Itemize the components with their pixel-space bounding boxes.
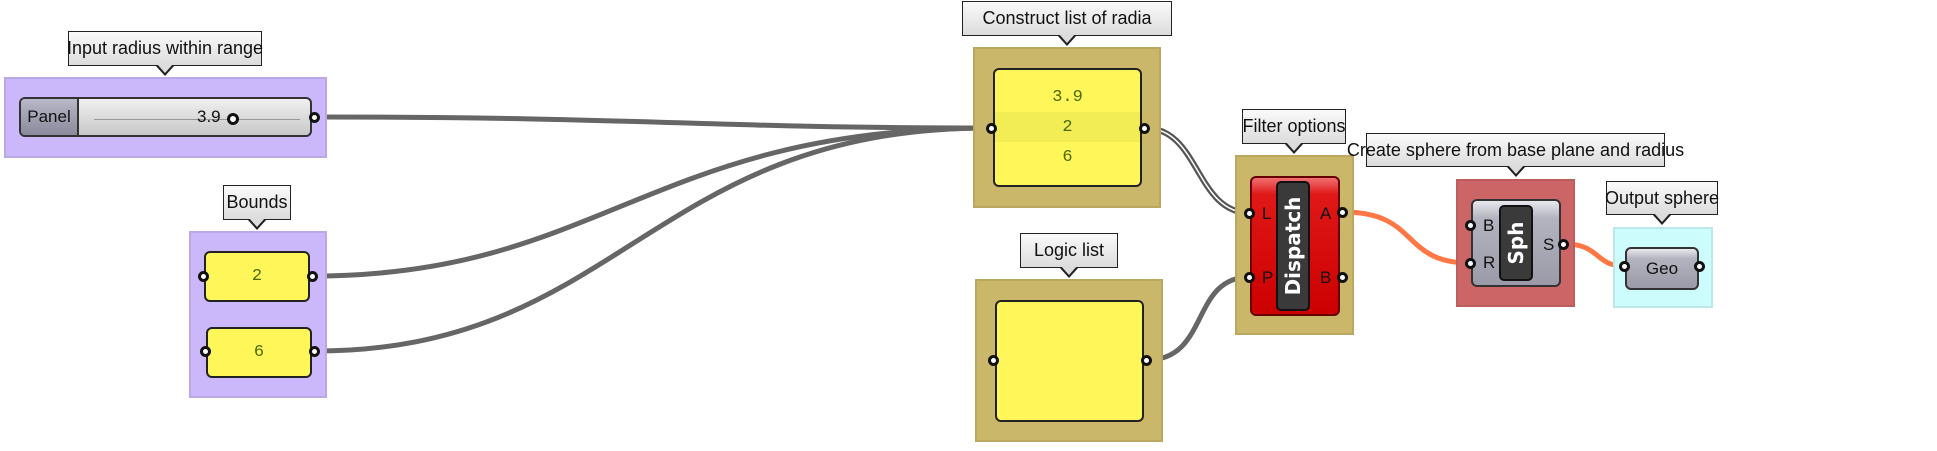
sphere-input-b: B bbox=[1483, 216, 1495, 235]
number-slider[interactable]: Panel 3.9 bbox=[19, 97, 312, 137]
wire-upper-bound-to-construct bbox=[314, 125, 990, 354]
dispatch-input-l: L bbox=[1262, 204, 1272, 223]
sphere-name-plate: Sph bbox=[1499, 205, 1533, 281]
slider-output-port[interactable] bbox=[309, 112, 320, 123]
lower-bound-output-port[interactable] bbox=[307, 271, 318, 282]
dispatch-name: Dispatch bbox=[1281, 196, 1305, 296]
construct-input-port[interactable] bbox=[986, 123, 997, 134]
construct-group-label: Construct list of radia bbox=[962, 1, 1172, 46]
dispatch-output-b: B bbox=[1320, 268, 1332, 287]
sphere-component[interactable]: B R S Sph bbox=[1471, 199, 1561, 287]
wire-dispatch-to-sphere bbox=[1342, 209, 1471, 266]
construct-output-port[interactable] bbox=[1139, 123, 1150, 134]
geo-output-port[interactable] bbox=[1694, 261, 1705, 272]
logic-input-port[interactable] bbox=[988, 355, 999, 366]
logic-group-label: Logic list bbox=[1020, 233, 1118, 278]
construct-panel[interactable]: 3.9 2 6 bbox=[993, 68, 1142, 187]
dispatch-input-p: P bbox=[1262, 268, 1274, 287]
construct-value-2: 2 bbox=[995, 112, 1140, 142]
bounds-group-label: Bounds bbox=[223, 185, 291, 230]
logic-output-port[interactable] bbox=[1141, 355, 1152, 366]
sphere-port-r[interactable] bbox=[1465, 258, 1476, 269]
lower-bound-panel[interactable]: 2 bbox=[204, 251, 310, 302]
wire-logic-to-dispatch bbox=[1146, 274, 1251, 363]
sphere-port-b[interactable] bbox=[1465, 220, 1476, 231]
construct-value-1: 3.9 bbox=[1052, 87, 1083, 107]
dispatch-output-a: A bbox=[1320, 204, 1332, 223]
upper-bound-panel[interactable]: 6 bbox=[206, 327, 312, 378]
sphere-port-s[interactable] bbox=[1558, 239, 1569, 250]
upper-bound-output-port[interactable] bbox=[309, 346, 320, 357]
wire-lower-bound-to-construct bbox=[312, 125, 990, 279]
sphere-group-label: Create sphere from base plane and radius bbox=[1347, 133, 1684, 177]
dispatch-port-a[interactable] bbox=[1337, 207, 1348, 218]
sphere-input-r: R bbox=[1483, 253, 1496, 272]
filter-group-label: Filter options bbox=[1242, 109, 1346, 154]
logic-panel[interactable] bbox=[995, 300, 1144, 422]
dispatch-port-l[interactable] bbox=[1244, 208, 1255, 219]
lower-bound-input-port[interactable] bbox=[198, 271, 209, 282]
geo-parameter[interactable]: Geo bbox=[1625, 247, 1699, 290]
wire-slider-to-construct bbox=[315, 114, 990, 131]
dispatch-port-b[interactable] bbox=[1337, 272, 1348, 283]
slider-handle[interactable] bbox=[227, 113, 239, 125]
sphere-name: Sph bbox=[1504, 221, 1528, 265]
slider-name: Panel bbox=[21, 99, 79, 135]
dispatch-component[interactable]: L P A B Dispatch bbox=[1250, 176, 1340, 316]
upper-bound-input-port[interactable] bbox=[200, 346, 211, 357]
dispatch-name-plate: Dispatch bbox=[1276, 181, 1310, 311]
output-group-label: Output sphere bbox=[1605, 181, 1719, 225]
slider-track[interactable] bbox=[94, 119, 300, 120]
geo-input-port[interactable] bbox=[1619, 261, 1630, 272]
wire-construct-to-dispatch-inner bbox=[1144, 127, 1251, 214]
construct-value-3: 6 bbox=[1062, 147, 1073, 167]
sphere-output-s: S bbox=[1543, 235, 1555, 254]
dispatch-port-p[interactable] bbox=[1244, 272, 1255, 283]
slider-group-label: Input radius within range bbox=[67, 31, 263, 76]
slider-value: 3.9 bbox=[197, 107, 221, 126]
